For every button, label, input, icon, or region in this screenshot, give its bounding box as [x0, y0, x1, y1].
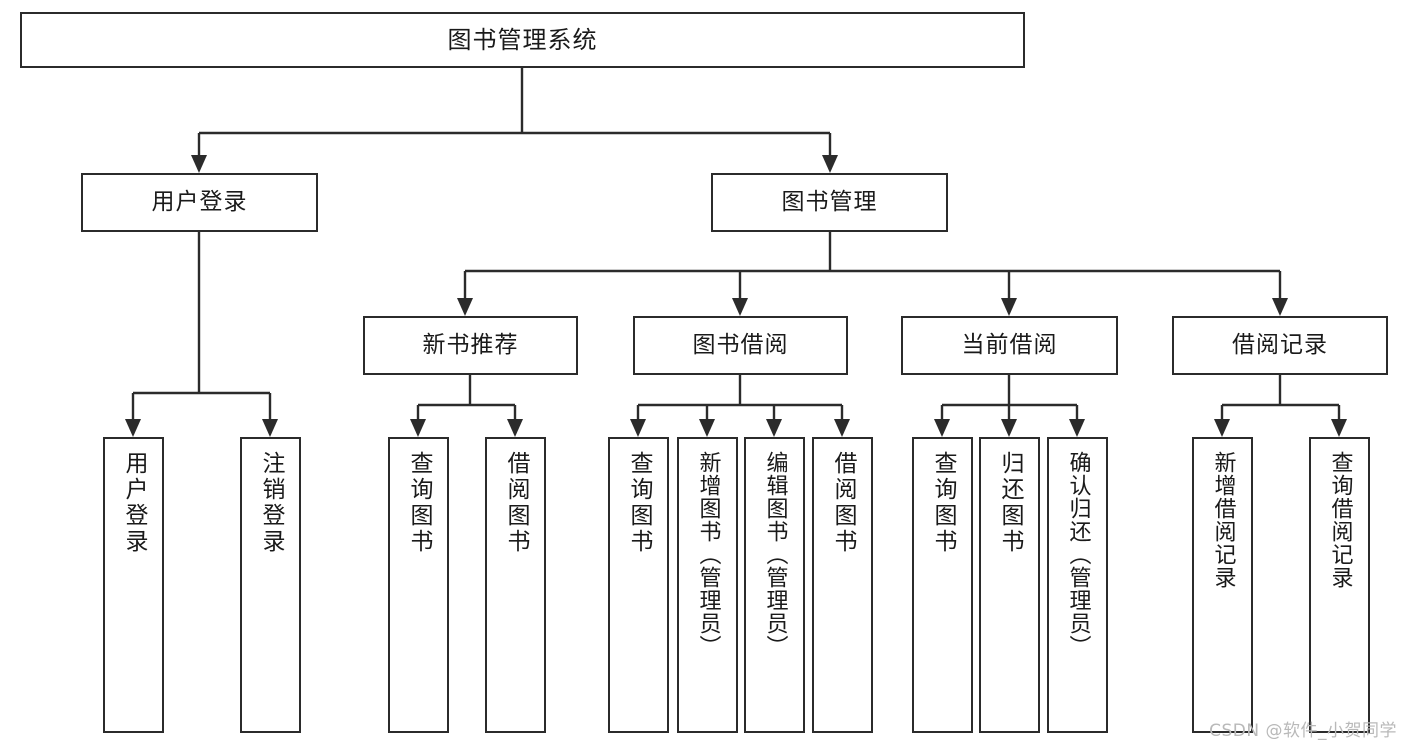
- node-leaf-borrowbook-borrow[interactable]: 借阅图书: [812, 437, 873, 733]
- node-book-management-label: 图书管理: [781, 188, 878, 215]
- node-leaf-borrowrecord-add[interactable]: 新增借阅记录: [1192, 437, 1253, 733]
- node-leaf-currentborrow-confirm-label: 确认归还（管理员）: [1065, 451, 1091, 658]
- arrowhead-leaf-cb-query: [934, 419, 950, 437]
- arrowhead-bookmgmt: [822, 155, 838, 173]
- node-group-current-borrow-label: 当前借阅: [961, 331, 1058, 358]
- node-leaf-borrowbook-edit-label: 编辑图书（管理员）: [762, 451, 788, 658]
- node-leaf-currentborrow-query-label: 查询图书: [930, 451, 956, 555]
- arrowhead-leaf-br-add: [1214, 419, 1230, 437]
- arrowhead-group-new-book: [457, 298, 473, 316]
- node-group-borrow-book-label: 图书借阅: [692, 331, 789, 358]
- arrowhead-userlogin: [191, 155, 207, 173]
- node-group-new-book-label: 新书推荐: [422, 331, 519, 358]
- arrowhead-leaf-bb-add: [699, 419, 715, 437]
- arrowhead-leaf-br-query: [1331, 419, 1347, 437]
- node-group-borrow-record-label: 借阅记录: [1232, 331, 1328, 358]
- node-root-system[interactable]: 图书管理系统: [20, 12, 1025, 68]
- node-leaf-newbook-borrow-label: 借阅图书: [503, 451, 529, 555]
- node-leaf-newbook-query[interactable]: 查询图书: [388, 437, 449, 733]
- node-leaf-newbook-query-label: 查询图书: [406, 451, 432, 555]
- node-leaf-logout-label: 注销登录: [258, 451, 284, 555]
- arrowhead-leaf-bb-edit: [766, 419, 782, 437]
- node-leaf-borrowbook-edit[interactable]: 编辑图书（管理员）: [744, 437, 805, 733]
- node-leaf-borrowrecord-query-label: 查询借阅记录: [1327, 451, 1353, 589]
- node-leaf-borrowbook-query[interactable]: 查询图书: [608, 437, 669, 733]
- node-leaf-borrowrecord-add-label: 新增借阅记录: [1210, 451, 1236, 589]
- node-leaf-currentborrow-query[interactable]: 查询图书: [912, 437, 973, 733]
- arrowhead-leaf-bb-borrow: [834, 419, 850, 437]
- node-leaf-currentborrow-confirm[interactable]: 确认归还（管理员）: [1047, 437, 1108, 733]
- node-root-system-label: 图书管理系统: [447, 25, 598, 54]
- arrowhead-leaf-user-login: [125, 419, 141, 437]
- node-leaf-user-login-label: 用户登录: [121, 451, 147, 555]
- node-leaf-currentborrow-return-label: 归还图书: [997, 451, 1023, 555]
- arrowhead-leaf-bb-query: [630, 419, 646, 437]
- node-group-current-borrow[interactable]: 当前借阅: [901, 316, 1118, 375]
- node-leaf-currentborrow-return[interactable]: 归还图书: [979, 437, 1040, 733]
- node-group-new-book[interactable]: 新书推荐: [363, 316, 578, 375]
- arrowhead-leaf-cb-confirm: [1069, 419, 1085, 437]
- node-leaf-borrowbook-add[interactable]: 新增图书（管理员）: [677, 437, 738, 733]
- arrowhead-group-borrow-record: [1272, 298, 1288, 316]
- node-leaf-borrowbook-query-label: 查询图书: [626, 451, 652, 555]
- node-user-login-label: 用户登录: [151, 188, 248, 215]
- node-leaf-borrowbook-add-label: 新增图书（管理员）: [695, 451, 721, 658]
- arrowhead-leaf-nb-query: [410, 419, 426, 437]
- node-leaf-borrowrecord-query[interactable]: 查询借阅记录: [1309, 437, 1370, 733]
- arrowhead-group-current-borrow: [1001, 298, 1017, 316]
- arrowhead-leaf-cb-return: [1001, 419, 1017, 437]
- node-leaf-borrowbook-borrow-label: 借阅图书: [830, 451, 856, 555]
- node-leaf-user-login[interactable]: 用户登录: [103, 437, 164, 733]
- arrowhead-leaf-logout: [262, 419, 278, 437]
- node-user-login[interactable]: 用户登录: [81, 173, 318, 232]
- arrowhead-group-borrow-book: [732, 298, 748, 316]
- watermark-text: CSDN @软件_小贺同学: [1209, 721, 1397, 741]
- node-leaf-newbook-borrow[interactable]: 借阅图书: [485, 437, 546, 733]
- node-group-borrow-book[interactable]: 图书借阅: [633, 316, 848, 375]
- arrowhead-leaf-nb-borrow: [507, 419, 523, 437]
- node-book-management[interactable]: 图书管理: [711, 173, 948, 232]
- node-group-borrow-record[interactable]: 借阅记录: [1172, 316, 1388, 375]
- node-leaf-logout[interactable]: 注销登录: [240, 437, 301, 733]
